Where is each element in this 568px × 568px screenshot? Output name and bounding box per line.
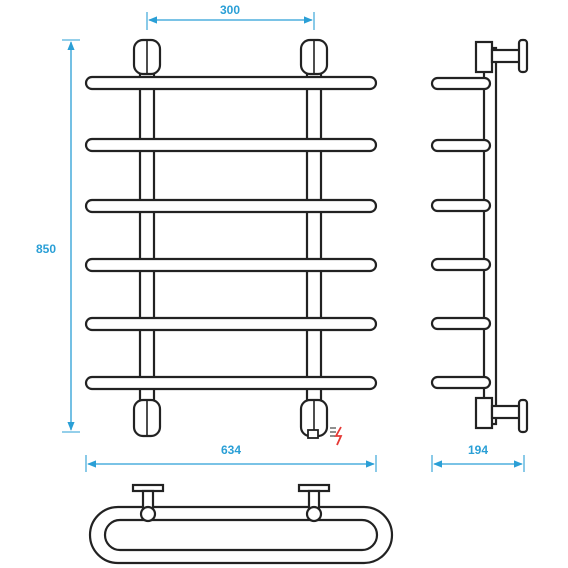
dimension-mount-spacing: 300 bbox=[146, 3, 315, 30]
top-right-mount bbox=[299, 38, 329, 76]
dimension-label-width: 634 bbox=[221, 443, 241, 457]
side-bar-1 bbox=[430, 76, 492, 91]
bottom-left-mount bbox=[132, 398, 162, 438]
side-bar-6 bbox=[430, 375, 492, 390]
rail-bar-4 bbox=[84, 257, 378, 273]
dimension-label-depth: 194 bbox=[468, 443, 488, 457]
side-view bbox=[430, 38, 529, 434]
front-view bbox=[84, 38, 378, 446]
side-top-bracket bbox=[474, 38, 529, 74]
lightning-bolt-icon bbox=[334, 426, 343, 446]
side-bar-5 bbox=[430, 316, 492, 331]
top-left-bracket bbox=[131, 483, 165, 523]
top-left-mount bbox=[132, 38, 162, 76]
rail-bar-2 bbox=[84, 137, 378, 153]
side-bar-4 bbox=[430, 257, 492, 272]
dimension-depth: 194 bbox=[431, 443, 525, 472]
rail-bar-1 bbox=[84, 75, 378, 91]
dimension-height: 850 bbox=[36, 39, 80, 433]
cable-ribs bbox=[330, 427, 336, 437]
rail-bar-6 bbox=[84, 375, 378, 391]
side-post bbox=[482, 46, 498, 426]
right-post bbox=[305, 48, 323, 427]
rail-bar-3 bbox=[84, 198, 378, 214]
top-right-bracket bbox=[297, 483, 331, 523]
rail-bar-5 bbox=[84, 316, 378, 332]
dimension-label-height: 850 bbox=[36, 242, 56, 256]
left-post bbox=[138, 48, 156, 427]
side-bar-2 bbox=[430, 138, 492, 153]
top-loop-inner bbox=[103, 518, 379, 552]
top-view bbox=[88, 483, 394, 565]
cable-connector bbox=[307, 429, 319, 439]
side-bottom-bracket bbox=[474, 396, 529, 434]
side-bar-3 bbox=[430, 198, 492, 213]
dimension-label-mount-spacing: 300 bbox=[220, 3, 240, 17]
dimension-width: 634 bbox=[85, 443, 377, 472]
